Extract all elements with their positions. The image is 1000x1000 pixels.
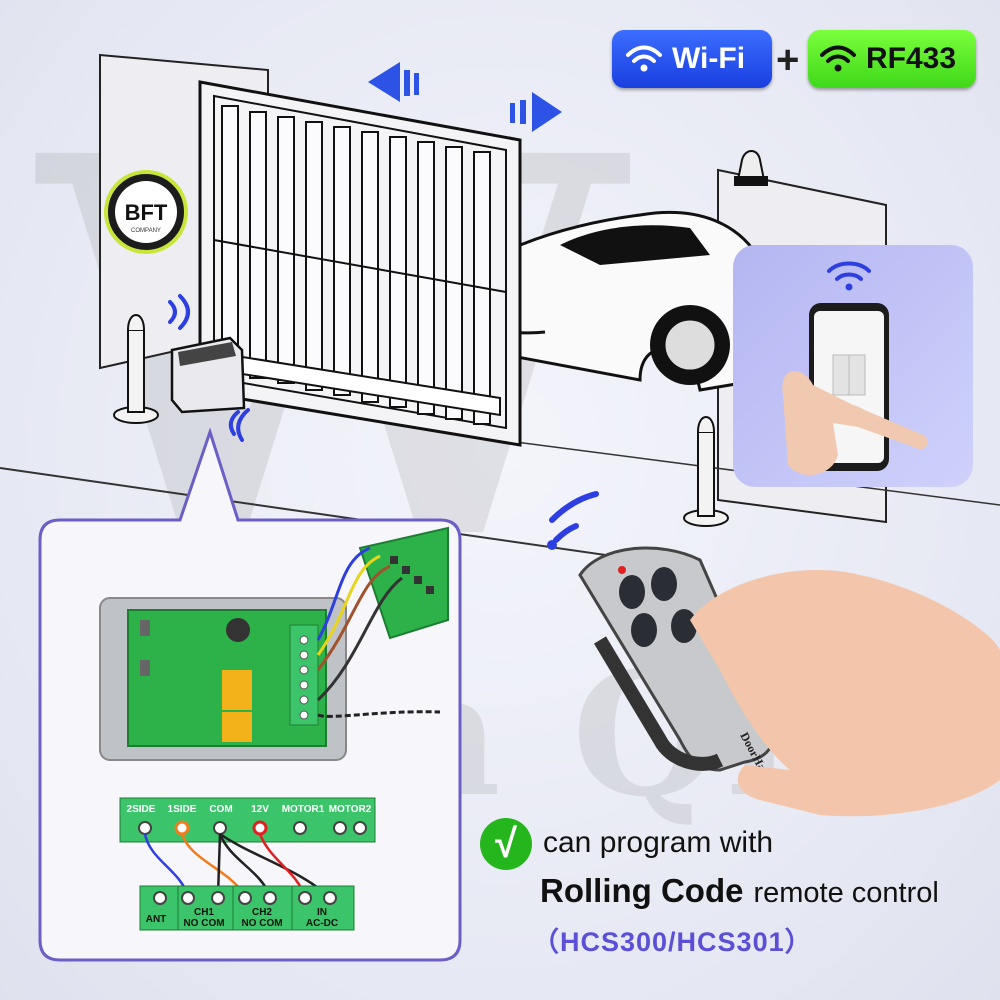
- wifi-icon: [820, 45, 856, 72]
- sliding-gate: [198, 80, 522, 447]
- photocell-left: [113, 314, 159, 424]
- rf433-badge: RF433: [808, 30, 976, 88]
- phone-app-panel: [733, 245, 973, 487]
- rf433-label: RF433: [866, 42, 957, 75]
- rf-wave-icon: [549, 491, 599, 543]
- terminal-1side: 1SIDE: [168, 804, 197, 815]
- terminal-ant: ANT: [146, 914, 167, 925]
- terminal-ch2-sub: NO COM: [241, 918, 282, 929]
- terminal-ch2: CH2: [252, 907, 272, 918]
- wifi-icon: [827, 261, 871, 281]
- direction-arrows: [368, 62, 562, 132]
- terminal-strip-top: 2SIDE 1SIDE COM 12V MOTOR1 MOTOR2: [119, 797, 376, 843]
- wifi-badge: Wi-Fi: [612, 30, 772, 88]
- terminal-ch1-sub: NO COM: [183, 918, 224, 929]
- hand-illustration: [782, 371, 869, 476]
- signal-icon: [168, 294, 250, 442]
- receiver-module: [99, 597, 347, 761]
- terminal-in-sub: AC-DC: [306, 918, 338, 929]
- bft-logo: BFT COMPANY: [104, 170, 188, 254]
- terminal-motor2: MOTOR2: [329, 804, 372, 815]
- terminal-com: COM: [209, 804, 232, 815]
- wifi-label: Wi-Fi: [672, 42, 746, 75]
- terminal-in: IN: [317, 907, 327, 918]
- gate-motor: [170, 336, 246, 414]
- photocell-right: [683, 416, 729, 527]
- terminal-12v: 12V: [251, 804, 269, 815]
- feature-remote-control: remote control: [753, 877, 939, 909]
- warning-lamp: [734, 150, 768, 186]
- check-icon: √: [480, 818, 532, 870]
- feature-models: （HCS300/HCS301）: [532, 927, 813, 957]
- feature-rolling-code: Rolling Code: [540, 872, 744, 909]
- terminal-2side: 2SIDE: [127, 804, 156, 815]
- logo-main: BFT: [125, 200, 168, 225]
- terminal-ch1: CH1: [194, 907, 214, 918]
- feature-line-1: can program with: [543, 826, 774, 859]
- logo-sub: COMPANY: [131, 228, 161, 234]
- wifi-icon: [626, 45, 662, 72]
- plus-sign: +: [776, 38, 800, 82]
- hand-illustration: [690, 570, 1000, 817]
- motor-control-board: [358, 526, 449, 640]
- terminal-strip-bottom: ANT CH1 NO COM CH2 NO COM IN AC-DC: [139, 885, 355, 931]
- feature-line-2: Rolling Code remote control: [540, 872, 939, 910]
- terminal-motor1: MOTOR1: [282, 804, 325, 815]
